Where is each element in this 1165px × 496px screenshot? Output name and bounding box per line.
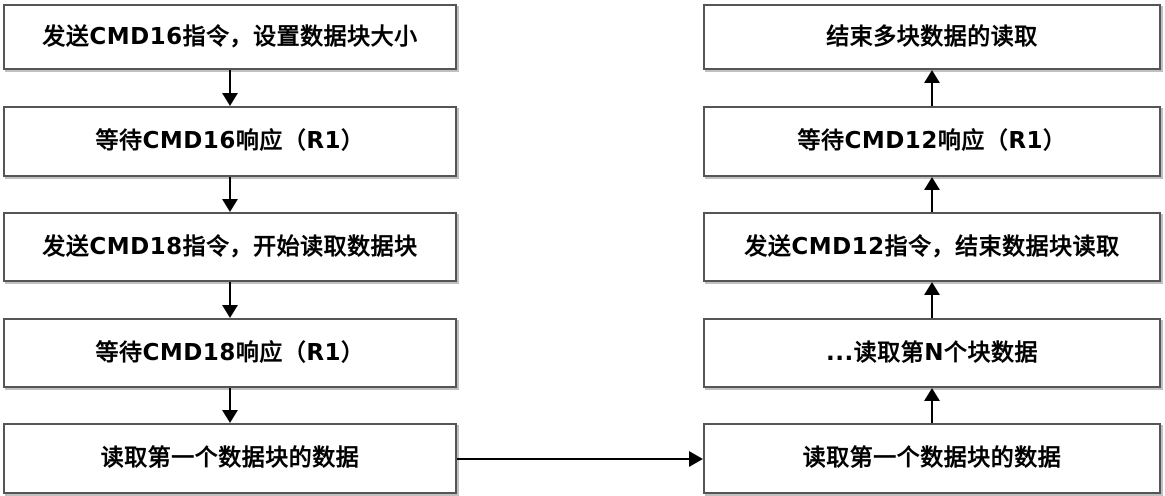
arrow-down-icon — [222, 282, 238, 318]
step-box-wait-cmd18-response: 等待CMD18响应（R1） — [3, 318, 457, 388]
arrow-up-icon — [924, 282, 940, 318]
step-box-send-cmd16: 发送CMD16指令，设置数据块大小 — [3, 4, 457, 70]
arrow-up-icon — [924, 177, 940, 212]
arrow-down-icon — [222, 388, 238, 423]
step-box-read-nth-block: ...读取第N个块数据 — [703, 318, 1161, 388]
step-box-read-first-block-right: 读取第一个数据块的数据 — [703, 423, 1161, 494]
step-box-send-cmd12: 发送CMD12指令，结束数据块读取 — [703, 212, 1161, 282]
arrow-up-icon — [924, 388, 940, 423]
arrow-down-icon — [222, 177, 238, 212]
arrow-down-icon — [222, 70, 238, 106]
step-box-read-first-block-left: 读取第一个数据块的数据 — [3, 423, 457, 494]
step-box-wait-cmd16-response: 等待CMD16响应（R1） — [3, 106, 457, 177]
arrow-up-icon — [924, 70, 940, 106]
step-box-wait-cmd12-response: 等待CMD12响应（R1） — [703, 106, 1161, 177]
step-box-end-multiblock-read: 结束多块数据的读取 — [703, 4, 1161, 70]
arrow-right-icon — [457, 451, 703, 467]
step-box-send-cmd18: 发送CMD18指令，开始读取数据块 — [3, 212, 457, 282]
